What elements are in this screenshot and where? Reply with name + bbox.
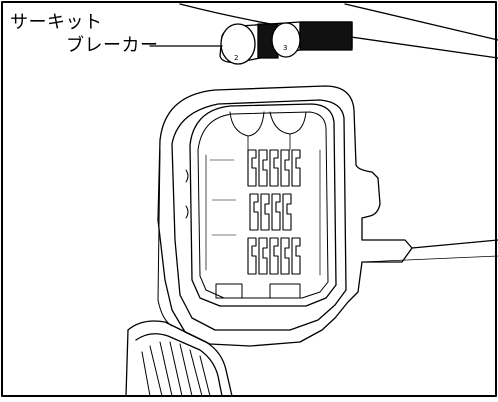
- fuse-row-1: [247, 149, 301, 187]
- side-trim: [411, 239, 498, 249]
- fuse-box: [189, 103, 337, 307]
- fuse-row-3: [247, 237, 301, 275]
- svg-text:3: 3: [283, 44, 287, 52]
- circuit-breaker: 2 3: [219, 21, 353, 65]
- svg-text:2: 2: [234, 54, 238, 62]
- circuit-breaker-label-line2: ブレーカー: [66, 35, 159, 56]
- pedal: [125, 320, 233, 397]
- dashboard-edge-top: [344, 3, 498, 41]
- circuit-breaker-label-line1: サーキット: [10, 12, 103, 33]
- panel-recess-inner: [171, 99, 347, 331]
- fuse-row-2: [249, 193, 292, 231]
